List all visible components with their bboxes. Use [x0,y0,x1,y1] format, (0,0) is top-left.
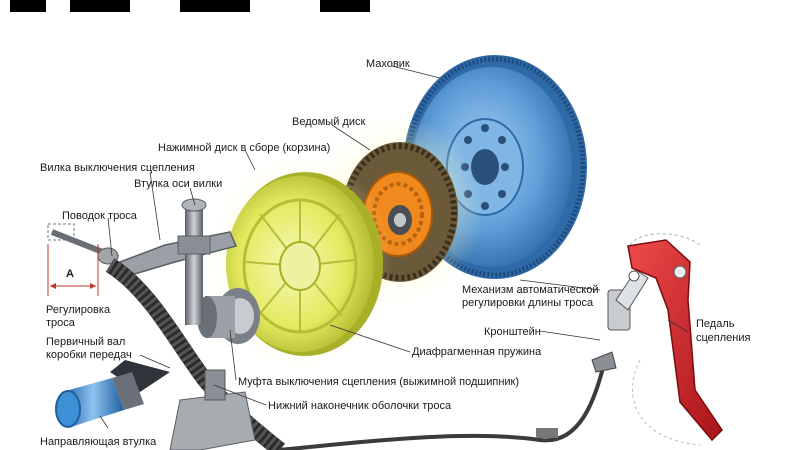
label-pressure-plate-assembly: Нажимной диск в сборе (корзина) [158,142,331,154]
clutch-pedal [627,233,723,446]
title-cut-shapes [10,0,370,12]
pressure-plate-assembly [208,154,392,370]
label-input-shaft-1: Первичный вал [46,336,126,348]
label-guide-sleeve: Направляющая втулка [40,436,157,448]
cable-leash [47,223,120,296]
release-fork [118,198,238,325]
label-flywheel: Маховик [366,58,410,70]
label-pedal-2: сцепления [696,332,751,344]
label-cable-sheath-tip: Нижний наконечник оболочки троса [268,400,452,412]
label-auto-adjust-1: Механизм автоматической [462,284,599,296]
auto-adjust-mechanism [591,269,649,373]
label-driven-disc: Ведомый диск [292,116,366,128]
guide-sleeve [55,372,144,428]
label-cable-adjust-2: троса [46,317,75,329]
label-bracket: Кронштейн [484,326,541,338]
label-input-shaft-2: коробки передач [46,349,132,361]
leader-lines [99,65,689,429]
label-fork-bushing: Втулка оси вилки [134,178,223,190]
input-shaft [110,360,170,392]
label-dimension-a: A [66,268,74,280]
label-pedal-1: Педаль [696,318,735,330]
label-cable-adjust-1: Регулировка [46,304,111,316]
release-bearing [197,288,260,344]
label-auto-adjust-2: регулировки длины троса [462,297,594,309]
label-cable-leash: Поводок троса [62,210,137,222]
pedal-cable [279,359,607,450]
label-release-bearing: Муфта выключения сцепления (выжимной под… [238,376,520,388]
label-release-fork: Вилка выключения сцепления [40,162,195,174]
label-diaphragm-spring: Диафрагменная пружина [412,346,542,358]
